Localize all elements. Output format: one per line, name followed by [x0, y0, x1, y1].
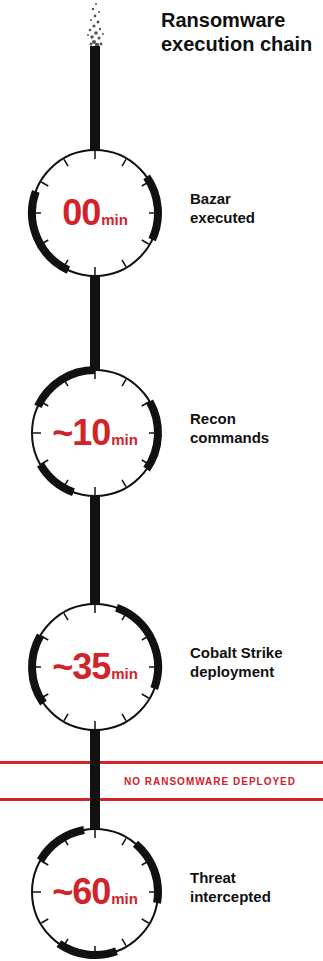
chain-connector	[90, 495, 100, 605]
time-number: ~60	[52, 871, 110, 912]
clock-tick	[122, 159, 126, 166]
progress-arc	[40, 465, 73, 493]
smoke-particles	[87, 3, 104, 47]
clock-tick	[122, 379, 126, 386]
clock-tick	[33, 891, 41, 893]
clock-node: ~35minCobalt Strike deployment	[27, 599, 163, 735]
step-label: Cobalt Strike deployment	[190, 644, 290, 682]
progress-arc	[32, 636, 43, 704]
chain-stem	[90, 46, 100, 150]
progress-arc	[135, 844, 158, 903]
clock-tick	[142, 694, 149, 698]
clock-tick	[142, 919, 149, 923]
step-label: Threat intercepted	[190, 869, 290, 907]
diagram-title: Ransomware execution chain	[161, 8, 317, 56]
clock-tick	[122, 260, 126, 267]
clock-outline	[32, 150, 158, 276]
band-line	[0, 761, 323, 764]
progress-arc	[40, 830, 84, 861]
clock-tick	[41, 182, 48, 186]
banner-text: NO RANSOMWARE DEPLOYED	[121, 776, 299, 787]
clock-tick	[94, 151, 96, 159]
clock-tick	[33, 432, 41, 434]
clock-tick	[41, 460, 48, 464]
clock-tick	[142, 240, 149, 244]
clock-tick	[94, 830, 96, 838]
time-label: ~10min	[52, 412, 138, 454]
clock-tick	[122, 714, 126, 721]
time-label: ~35min	[52, 646, 138, 688]
clock-tick	[122, 480, 126, 487]
time-number: ~10	[52, 412, 110, 453]
time-unit: min	[101, 211, 128, 228]
clock-node: ~10minRecon commands	[27, 365, 163, 501]
clock-tick	[94, 605, 96, 613]
clock-tick	[94, 267, 96, 275]
band-line	[0, 798, 323, 801]
clock-tick	[64, 613, 68, 620]
clock-tick	[64, 159, 68, 166]
step-label: Recon commands	[190, 410, 290, 448]
chain-connector	[90, 729, 100, 830]
chain-connector	[90, 275, 100, 371]
time-number: ~35	[52, 646, 110, 687]
progress-arc	[147, 177, 158, 240]
time-unit: min	[111, 665, 138, 682]
time-unit: min	[111, 890, 138, 907]
clock-tick	[94, 721, 96, 729]
time-label: ~60min	[52, 871, 138, 913]
clock-outline	[32, 604, 158, 730]
clock-outline	[32, 829, 158, 955]
clock-node: 00minBazar executed	[27, 145, 163, 281]
clock-tick	[122, 838, 126, 845]
time-number: 00	[62, 192, 100, 233]
clock-tick	[122, 939, 126, 946]
time-unit: min	[111, 431, 138, 448]
clock-tick	[94, 487, 96, 495]
clock-node: ~60minThreat intercepted	[27, 824, 163, 960]
clock-tick	[41, 919, 48, 923]
step-label: Bazar executed	[190, 190, 290, 228]
clock-outline	[32, 370, 158, 496]
progress-arc	[147, 402, 158, 470]
progress-arc	[38, 370, 95, 406]
clock-tick	[64, 714, 68, 721]
time-label: 00min	[62, 192, 128, 234]
progress-arc	[59, 944, 117, 955]
